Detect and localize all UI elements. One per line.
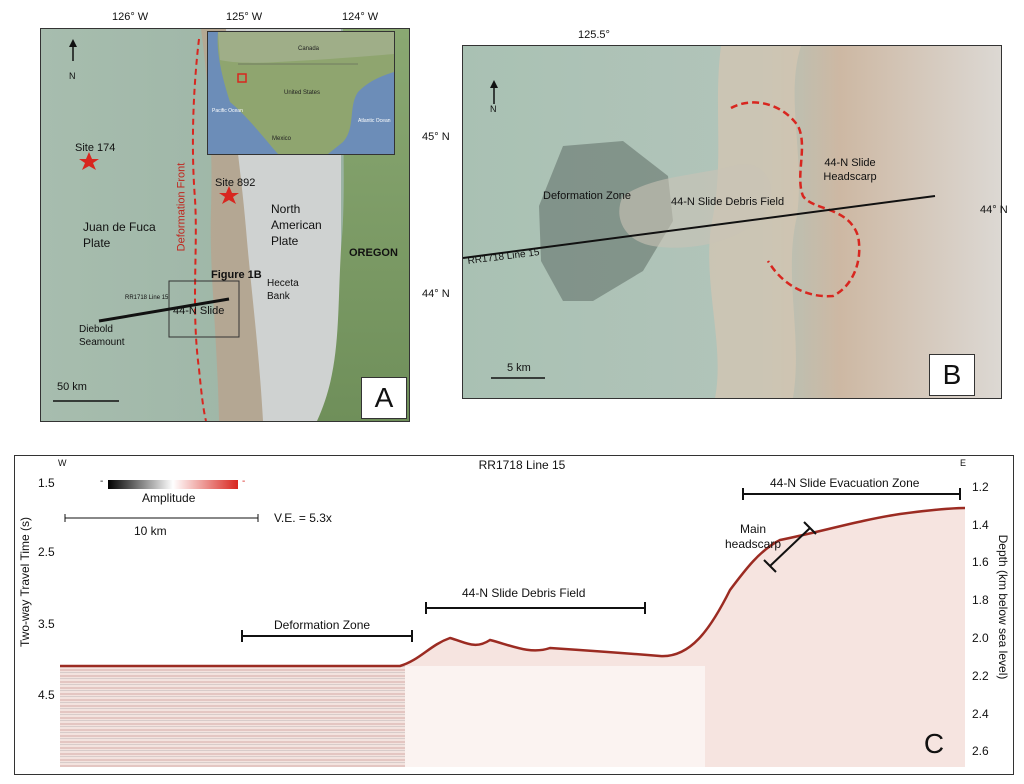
- diebold-label: Diebold Seamount: [79, 324, 125, 348]
- left-tick-2-5: 2.5: [38, 545, 55, 559]
- deformation-zone-label-c: Deformation Zone: [274, 618, 371, 632]
- oregon-label: OREGON: [349, 247, 398, 259]
- seismic-line-label: RR1718 Line 15: [125, 295, 169, 301]
- panel-c-frame: [14, 455, 1014, 775]
- panel-b-map: [463, 46, 1001, 398]
- deformation-front-label: Deformation Front: [175, 162, 188, 252]
- debris-field-label-c: 44-N Slide Debris Field: [462, 586, 586, 600]
- amplitude-max: -: [242, 476, 246, 487]
- lat-tick-44-b: 44° N: [980, 204, 1008, 216]
- lon-tick-125: 125° W: [226, 11, 263, 23]
- left-tick-4-5: 4.5: [38, 688, 55, 702]
- amplitude-min: -: [100, 476, 104, 487]
- vertical-exaggeration: V.E. = 5.3x: [274, 511, 332, 525]
- lon-tick-124: 124° W: [342, 11, 379, 23]
- scale-bar-label-a: 50 km: [57, 381, 87, 393]
- lat-tick-44: 44° N: [422, 288, 450, 300]
- panel-b: N Deformation Zone 44-N Slide Debris Fie…: [462, 45, 1002, 399]
- seismic-section: - - Amplitude 10 km V.E. = 5.3x Deformat…: [60, 470, 965, 767]
- juan-de-fuca-label: Juan de Fuca Plate: [83, 220, 156, 250]
- debris-field-label-b: 44-N Slide Debris Field: [671, 196, 785, 208]
- site-174-label: Site 174: [75, 142, 116, 154]
- left-tick-1-5: 1.5: [38, 476, 55, 490]
- evacuation-zone-label-c: 44-N Slide Evacuation Zone: [770, 476, 920, 490]
- lon-tick-126: 126° W: [112, 11, 149, 23]
- left-axis-label: Two-way Travel Time (s): [18, 516, 32, 648]
- slide-label: 44-N Slide: [173, 305, 225, 317]
- amplitude-label: Amplitude: [142, 491, 196, 505]
- deformation-zone-label-b: Deformation Zone: [543, 190, 632, 202]
- inset-united-states: United States: [284, 90, 320, 96]
- right-axis-label: Depth (km below sea level): [996, 534, 1010, 680]
- right-tick-2-6: 2.6: [972, 744, 989, 758]
- right-tick-2-2: 2.2: [972, 669, 989, 683]
- scale-bar-label-c: 10 km: [134, 524, 167, 538]
- site-892-label: Site 892: [215, 177, 256, 189]
- right-tick-2-0: 2.0: [972, 631, 989, 645]
- section-title: RR1718 Line 15: [478, 458, 566, 472]
- inset-map: Canada United States Mexico Pacific Ocea…: [207, 31, 395, 155]
- right-tick-1-6: 1.6: [972, 555, 989, 569]
- right-tick-2-4: 2.4: [972, 707, 989, 721]
- lon-tick-125-5: 125.5°: [578, 29, 610, 41]
- panel-c-letter: C: [923, 728, 945, 759]
- inset-atlantic: Atlantic Ocean: [358, 118, 391, 124]
- right-tick-1-2: 1.2: [972, 480, 989, 494]
- west-label: W: [58, 458, 67, 468]
- seismic-section-graphic: [60, 470, 965, 767]
- inset-mexico: Mexico: [272, 136, 292, 142]
- heceta-bank-label: Heceta Bank: [267, 278, 299, 302]
- inset-map-graphic: Canada United States Mexico Pacific Ocea…: [208, 32, 394, 154]
- east-label: E: [960, 458, 967, 468]
- main-headscarp-label: Main headscarp: [724, 522, 782, 551]
- inset-canada: Canada: [298, 46, 320, 52]
- inset-pacific: Pacific Ocean: [212, 108, 243, 114]
- right-tick-1-8: 1.8: [972, 593, 989, 607]
- panel-a: Canada United States Mexico Pacific Ocea…: [40, 28, 410, 422]
- panel-a-letter: A: [361, 377, 407, 419]
- scale-bar-label-b: 5 km: [507, 362, 531, 374]
- right-tick-1-4: 1.4: [972, 518, 989, 532]
- north-label-b: N: [490, 104, 497, 114]
- headscarp-label-b: 44-N Slide Headscarp: [823, 157, 877, 183]
- lat-tick-45: 45° N: [422, 131, 450, 143]
- left-tick-3-5: 3.5: [38, 617, 55, 631]
- panel-b-letter: B: [929, 354, 975, 396]
- north-label-a: N: [69, 71, 76, 81]
- north-american-label: North American Plate: [271, 202, 322, 248]
- figure-1b-label: Figure 1B: [211, 269, 262, 281]
